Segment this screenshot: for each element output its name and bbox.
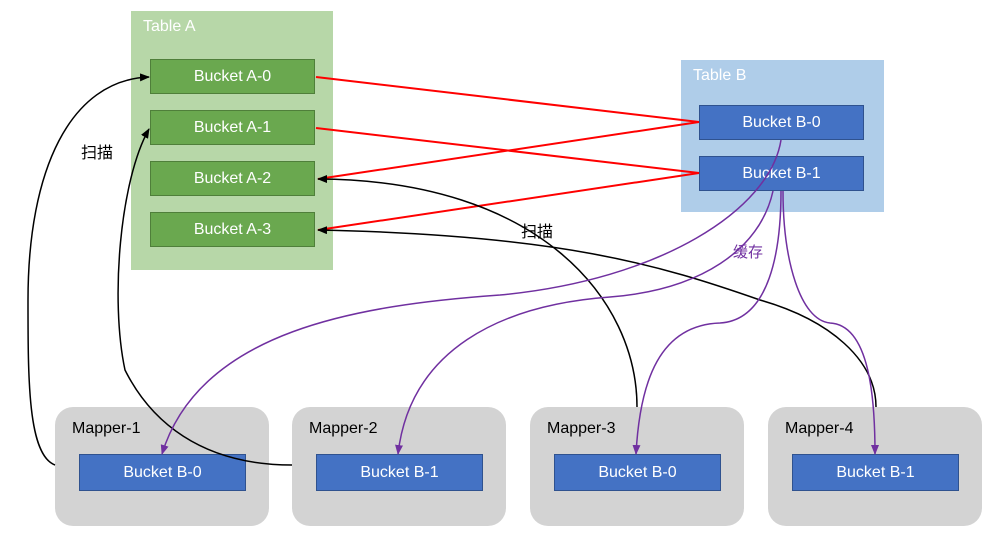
scan-label-middle: 扫描 — [521, 224, 554, 241]
bucket-a-2[interactable]: Bucket A-2 — [150, 161, 315, 196]
scan-label-left: 扫描 — [81, 145, 114, 162]
scan-edge-mapper3-a2 — [317, 175, 638, 408]
mapper-4[interactable]: Mapper-4 Bucket B-1 — [768, 407, 982, 526]
mapper-4-bucket[interactable]: Bucket B-1 — [792, 454, 959, 491]
bucket-a-0[interactable]: Bucket A-0 — [150, 59, 315, 94]
join-edge-a0-b0 — [315, 76, 700, 123]
bucket-a-1[interactable]: Bucket A-1 — [150, 110, 315, 145]
join-edge-b1-a3 — [317, 172, 700, 231]
scan-edge-mapper4-a3 — [317, 226, 877, 408]
bucket-a-3[interactable]: Bucket A-3 — [150, 212, 315, 247]
mapper-3-bucket[interactable]: Bucket B-0 — [554, 454, 721, 491]
mapper-2-title: Mapper-2 — [309, 420, 378, 437]
mapper-2-bucket[interactable]: Bucket B-1 — [316, 454, 483, 491]
mapper-1-bucket[interactable]: Bucket B-0 — [79, 454, 246, 491]
join-edge-b0-a2 — [317, 121, 700, 180]
mapper-4-title: Mapper-4 — [785, 420, 854, 437]
cache-label: 缓存 — [733, 244, 764, 261]
mapper-3-title: Mapper-3 — [547, 420, 616, 437]
bucket-b-0[interactable]: Bucket B-0 — [699, 105, 864, 140]
table-a-title: Table A — [143, 18, 196, 35]
join-edge-a1-b1 — [315, 127, 700, 174]
mapper-1-title: Mapper-1 — [72, 420, 141, 437]
mapper-1[interactable]: Mapper-1 Bucket B-0 — [55, 407, 269, 526]
bucket-b-1[interactable]: Bucket B-1 — [699, 156, 864, 191]
table-b-title: Table B — [693, 67, 747, 84]
mapper-3[interactable]: Mapper-3 Bucket B-0 — [530, 407, 744, 526]
mapper-2[interactable]: Mapper-2 Bucket B-1 — [292, 407, 506, 526]
